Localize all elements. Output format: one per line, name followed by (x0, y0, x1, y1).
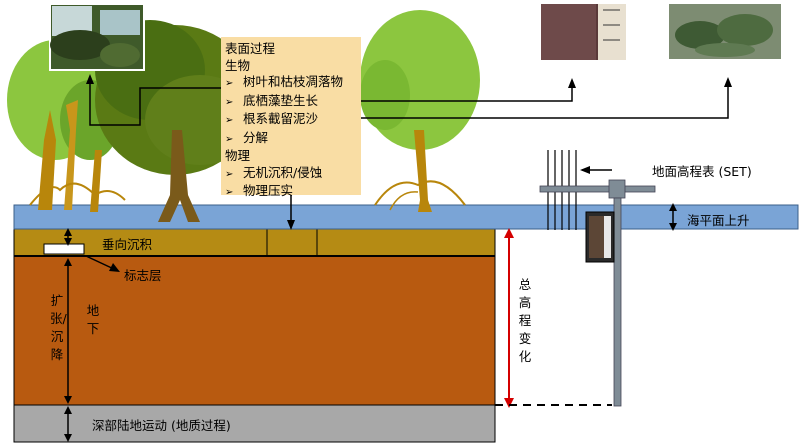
set-instrument[interactable] (539, 150, 656, 407)
set-label: 地面高程表 (SET) (652, 164, 752, 179)
subsurface-label: 地下 (86, 303, 100, 336)
subsurface-layer (13, 255, 496, 406)
bio-item-2: ➢底栖藻垫生长 (225, 92, 319, 108)
bio-item-1: ➢树叶和枯枝凋落物 (225, 74, 344, 89)
total-change-arrow (504, 228, 514, 408)
sea-level-arrow (669, 203, 677, 231)
bio-item-3: ➢根系截留泥沙 (225, 111, 319, 126)
deep-arrow (64, 406, 72, 442)
deep-subsidence-label: 深部陆地运动 (地质过程) (92, 418, 231, 433)
photo-core (541, 4, 626, 60)
connector-arrows (86, 74, 732, 230)
marker-horizon-label: 标志层 (124, 268, 162, 283)
photo-algal-mat (669, 4, 781, 59)
marker-horizon (43, 243, 85, 255)
photo-canopy (49, 3, 145, 71)
surface-process-box: 表面过程 生物 ➢树叶和枯枝凋落物 ➢底栖藻垫生长 ➢根系截留泥沙 ➢分解 物理… (221, 37, 361, 198)
physical-heading: 物理 (225, 148, 251, 163)
biological-heading: 生物 (225, 57, 251, 73)
marker-arrow (85, 255, 120, 272)
phys-item-2: ➢物理压实 (225, 183, 294, 198)
accretion-layer (13, 228, 496, 257)
sea-level-rise-label: 海平面上升 (687, 213, 750, 228)
expansion-subsidence-label: 扩张/沉降 (50, 293, 67, 362)
process-title: 表面过程 (225, 41, 276, 56)
bio-item-4: ➢分解 (225, 129, 269, 145)
tree-right (360, 10, 480, 212)
accretion-arrow (64, 228, 72, 246)
water-band (13, 204, 799, 230)
total-elevation-change-label: 总高程变化 (518, 277, 532, 364)
phys-item-1: ➢无机沉积/侵蚀 (225, 164, 323, 180)
vertical-accretion-label: 垂向沉积 (102, 237, 153, 252)
deep-layer (13, 404, 496, 443)
subsurface-arrow (64, 258, 72, 404)
